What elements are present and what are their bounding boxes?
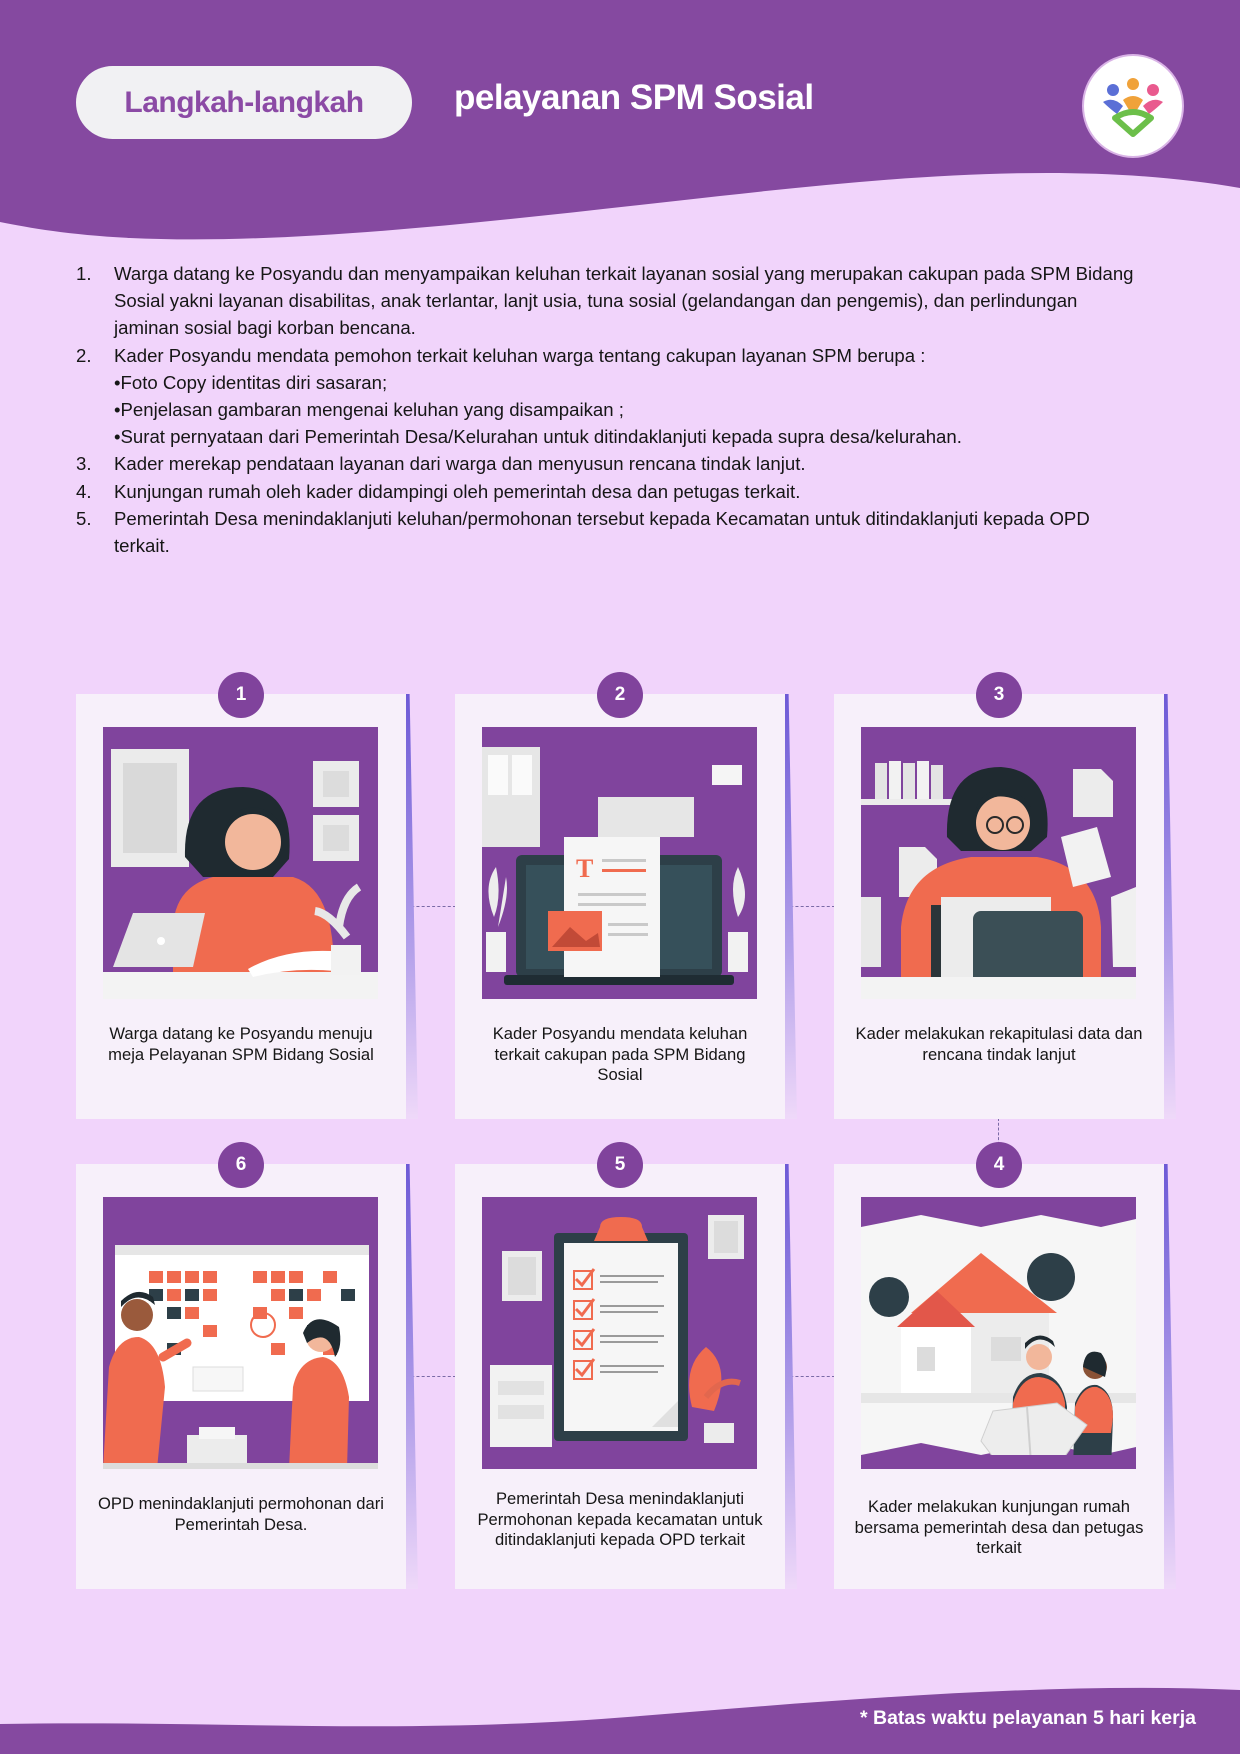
step-badge: 5	[597, 1142, 643, 1188]
connector-line	[406, 906, 456, 907]
step-text: Kader merekap pendataan layanan dari war…	[114, 453, 806, 475]
sub-item: •Foto Copy identitas diri sasaran;	[114, 371, 388, 393]
svg-text:T: T	[576, 854, 593, 883]
step-number: 1.	[76, 263, 92, 284]
step-card-4: 4 Kader melakukan kunjungan rumah bersam…	[834, 1142, 1176, 1589]
step-number: 3.	[76, 453, 92, 475]
step-text: Kunjungan rumah oleh kader didampingi ol…	[114, 480, 801, 502]
step-caption: Kader Posyandu mendata keluhan terkait c…	[492, 1024, 748, 1085]
list-item: 3. Kader merekap pendataan layanan dari …	[76, 450, 1146, 477]
step-badge: 4	[976, 1142, 1022, 1188]
list-item: 1. Warga datang ke Posyandu dan menyampa…	[76, 260, 1146, 342]
footer-wave-background	[0, 1687, 1240, 1754]
title-pill: Langkah-langkah	[76, 66, 412, 139]
step-badge: 6	[218, 1142, 264, 1188]
step-text: Warga datang ke Posyandu dan menyampaika…	[114, 263, 1134, 339]
step-caption: Pemerintah Desa menindaklanjuti Permohon…	[477, 1489, 763, 1550]
sub-item: •Penjelasan gambaran mengenai keluhan ya…	[114, 399, 624, 421]
step-badge: 3	[976, 672, 1022, 718]
steps-list: 1. Warga datang ke Posyandu dan menyampa…	[76, 260, 1146, 559]
home-visit-map-illustration	[861, 1197, 1136, 1469]
step-card-1: 1 Warga datang ke Posyandu menuju meja P…	[76, 672, 418, 1119]
step-caption: Kader melakukan kunjungan rumah bersama …	[854, 1497, 1144, 1558]
step-card-2: 2 T Kader Posyandu mendata keluhan terka…	[455, 672, 797, 1119]
list-item: 4. Kunjungan rumah oleh kader didampingi…	[76, 478, 1146, 505]
step-badge: 2	[597, 672, 643, 718]
list-item: 5. Pemerintah Desa menindaklanjuti keluh…	[76, 505, 1146, 559]
step-text: Kader Posyandu mendata pemohon terkait k…	[114, 344, 926, 366]
step-card-6: 6 OPD menindak	[76, 1142, 418, 1589]
step-caption: Kader melakukan rekapitulasi data dan re…	[855, 1024, 1143, 1064]
woman-laptop-reading-illustration	[103, 727, 378, 999]
footer-note: * Batas waktu pelayanan 5 hari kerja	[860, 1707, 1196, 1729]
step-badge: 1	[218, 672, 264, 718]
step-caption: Warga datang ke Posyandu menuju meja Pel…	[108, 1024, 374, 1064]
step-number: 2.	[76, 344, 92, 366]
team-planning-board-illustration	[103, 1197, 378, 1469]
connector-line	[785, 1376, 835, 1377]
card-shadow	[1164, 694, 1176, 1119]
step-number: 5.	[76, 507, 92, 529]
connector-line	[998, 1118, 999, 1164]
community-hearts-logo	[1082, 54, 1184, 158]
header-wave-background	[0, 0, 1240, 240]
sub-item: •Surat pernyataan dari Pemerintah Desa/K…	[114, 426, 962, 448]
step-number: 4.	[76, 480, 92, 502]
list-item: 2. Kader Posyandu mendata pemohon terkai…	[76, 342, 1146, 369]
laptop-document-illustration: T	[482, 727, 757, 999]
checklist-clipboard-illustration	[482, 1197, 757, 1469]
step-card-5: 5 Pemerintah Desa menindakl	[455, 1142, 797, 1589]
woman-holding-files-illustration	[861, 727, 1136, 999]
step-card-3: 3 Kader melakukan rekapitulasi data dan …	[834, 672, 1176, 1119]
card-shadow	[1164, 1164, 1176, 1589]
step-caption: OPD menindaklanjuti permohonan dari Peme…	[98, 1494, 384, 1534]
page-title: pelayanan SPM Sosial	[454, 78, 814, 117]
step-text: Pemerintah Desa menindaklanjuti keluhan/…	[114, 507, 1090, 557]
connector-line	[785, 906, 835, 907]
connector-line	[406, 1376, 456, 1377]
